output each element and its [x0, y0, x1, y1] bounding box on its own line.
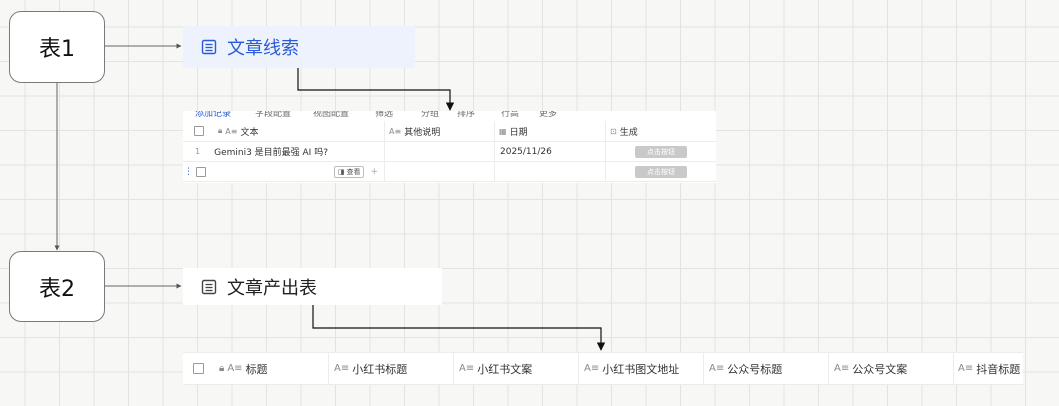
text-field-icon: A≡: [334, 363, 350, 374]
table-icon: [201, 279, 217, 294]
column-label: 日期: [509, 127, 528, 138]
text-field-icon: A≡: [227, 363, 243, 374]
table1-grid: 添加记录 字段配置 视图配置 筛选 分组 排序 行高 更多 🔒︎ A≡ 文本 A…: [183, 111, 716, 183]
text-field-icon: A≡: [389, 126, 402, 136]
toolbar-filter[interactable]: 筛选: [375, 111, 394, 119]
column-header-xhs-copy[interactable]: A≡ 小红书文案: [454, 353, 579, 384]
toolbar-more[interactable]: 更多: [539, 111, 558, 119]
node-table2-label: 表2: [39, 276, 75, 302]
table1-toolbar: 添加记录 字段配置 视图配置 筛选 分组 排序 行高 更多: [183, 111, 716, 120]
select-all-checkbox[interactable]: [193, 363, 204, 374]
column-label: 公众号标题: [727, 362, 783, 376]
column-header-xhs-title[interactable]: A≡ 小红书标题: [329, 353, 454, 384]
row-date: 2025/11/26: [500, 146, 552, 157]
column-header-text[interactable]: 🔒︎ A≡ 文本: [183, 121, 385, 141]
row-text: Gemini3 是目前最强 AI 吗?: [214, 148, 328, 158]
connector-card1-to-table1: [297, 68, 455, 111]
cell-note[interactable]: [385, 162, 495, 181]
column-label: 抖音标题: [976, 362, 1021, 376]
cell-note[interactable]: [385, 142, 495, 161]
table-row-new[interactable]: ⋮ ◨ 查看 + 点击按钮: [183, 162, 716, 182]
node-table1[interactable]: 表1: [9, 11, 105, 83]
select-all-checkbox[interactable]: [194, 126, 204, 136]
table1-title: 文章线索: [227, 38, 299, 59]
calendar-icon: ▦: [499, 126, 507, 136]
toolbar-row-height[interactable]: 行高: [501, 111, 520, 119]
column-header-xhs-url[interactable]: A≡ 小红书图文地址: [579, 353, 704, 384]
cell-generate: 点击按钮: [606, 142, 716, 161]
column-header-douyin-title[interactable]: A≡ 抖音标题: [954, 353, 1023, 384]
text-field-icon: A≡: [584, 363, 600, 374]
view-record-label: 查看: [346, 167, 361, 176]
cell-date[interactable]: [495, 162, 606, 181]
generate-button[interactable]: 点击按钮: [635, 145, 687, 158]
column-label: 标题: [245, 362, 268, 376]
generate-button[interactable]: 点击按钮: [635, 165, 687, 178]
column-header-wechat-copy[interactable]: A≡ 公众号文案: [829, 353, 954, 384]
table-icon: [201, 39, 217, 55]
table1-title-card[interactable]: 文章线索: [183, 26, 415, 68]
expand-icon: ◨: [337, 167, 345, 176]
toolbar-group[interactable]: 分组: [421, 111, 440, 119]
view-record-button[interactable]: ◨ 查看: [333, 165, 365, 178]
column-label: 小红书图文地址: [602, 362, 680, 376]
column-header-wechat-title[interactable]: A≡ 公众号标题: [704, 353, 829, 384]
text-field-icon: A≡: [225, 126, 238, 136]
text-field-icon: A≡: [709, 363, 725, 374]
node-table1-label: 表1: [39, 37, 75, 62]
column-label: 小红书标题: [352, 362, 408, 376]
toolbar-view-config[interactable]: 视图配置: [313, 111, 350, 119]
text-field-icon: A≡: [459, 363, 475, 374]
button-field-icon: ⊡: [610, 126, 617, 136]
toolbar-field-config[interactable]: 字段配置: [255, 111, 292, 119]
lock-icon: 🔒︎: [218, 126, 223, 135]
row-checkbox[interactable]: [196, 166, 206, 177]
column-header-generate[interactable]: ⊡ 生成: [606, 121, 716, 141]
text-field-icon: A≡: [834, 363, 850, 374]
table2-grid: 🔒︎ A≡ 标题 A≡ 小红书标题 A≡ 小红书文案 A≡ 小红书图文地址 A≡…: [183, 352, 1023, 385]
toolbar-sort[interactable]: 排序: [457, 111, 476, 119]
column-label: 文本: [240, 127, 259, 138]
connector-card2-to-table2: [312, 305, 606, 351]
column-header-note[interactable]: A≡ 其他说明: [385, 121, 495, 141]
cell-generate: 点击按钮: [606, 162, 716, 181]
add-row-icon[interactable]: +: [370, 166, 378, 177]
cell-text[interactable]: 1 Gemini3 是目前最强 AI 吗?: [183, 142, 385, 161]
text-field-icon: A≡: [958, 363, 974, 374]
table-row[interactable]: 1 Gemini3 是目前最强 AI 吗? 2025/11/26 点击按钮: [183, 142, 716, 162]
table2-title-card[interactable]: 文章产出表: [183, 268, 442, 305]
cell-date[interactable]: 2025/11/26: [495, 142, 606, 161]
node-table2[interactable]: 表2: [9, 251, 105, 322]
column-header-date[interactable]: ▦ 日期: [495, 121, 606, 141]
table1-header-row: 🔒︎ A≡ 文本 A≡ 其他说明 ▦ 日期 ⊡ 生成: [183, 121, 716, 142]
row-index: 1: [195, 147, 201, 156]
lock-icon: 🔒︎: [219, 363, 225, 374]
toolbar-add-record[interactable]: 添加记录: [195, 111, 232, 119]
drag-handle-icon[interactable]: ⋮: [184, 166, 193, 177]
cell-text[interactable]: ⋮ ◨ 查看 +: [183, 162, 385, 181]
column-label: 生成: [619, 127, 638, 138]
column-label: 其他说明: [404, 127, 441, 138]
table2-title: 文章产出表: [227, 277, 317, 299]
column-label: 小红书文案: [477, 362, 533, 376]
column-label: 公众号文案: [852, 362, 908, 376]
column-header-title[interactable]: 🔒︎ A≡ 标题: [183, 353, 329, 384]
